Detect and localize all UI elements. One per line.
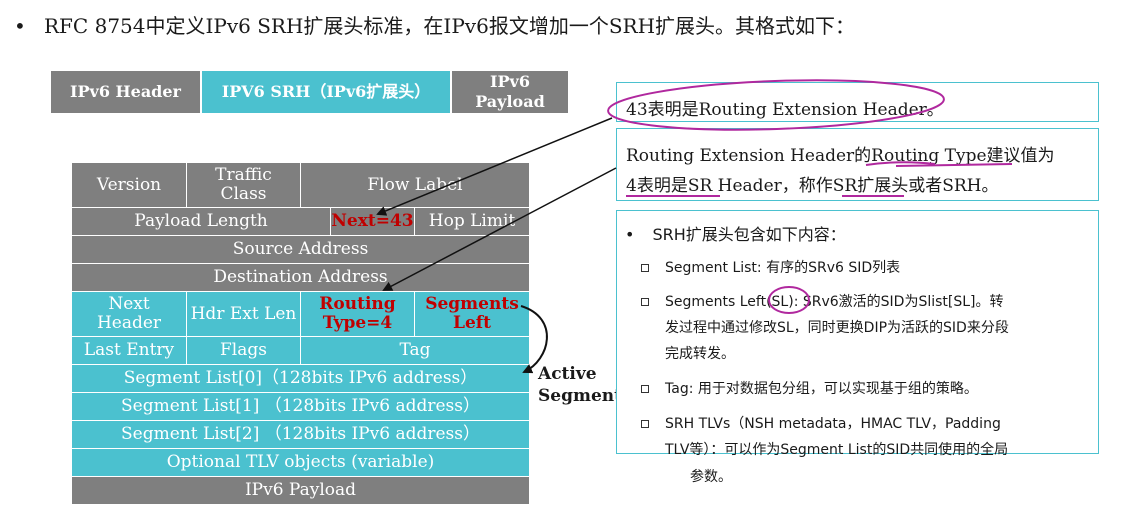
cell-routing-type: Routing Type=4 (300, 292, 414, 336)
item-srh-tlvs-l2: TLV等）：可以作为Segment List的SID共同使用的全局 (665, 442, 1009, 458)
srh-box: IPV6 SRH（IPv6扩展头） (202, 71, 450, 113)
cell-traffic-class: Traffic Class (186, 163, 300, 207)
item-srh-tlvs-l1: SRH TLVs（NSH metadata，HMAC TLV，Padding (665, 416, 1001, 432)
packet-format-grid: Version Traffic Class Flow Label Payload… (72, 163, 529, 504)
cell-segment-list-2: Segment List[2] （128bits IPv6 address） (72, 421, 529, 448)
cell-destination-address: Destination Address (72, 264, 529, 291)
row-segment-list-0: Segment List[0]（128bits IPv6 address） (72, 364, 529, 392)
row-destination: Destination Address (72, 263, 529, 291)
routing-type-l2: Type=4 (322, 313, 393, 333)
underline-routing-ext (865, 161, 936, 166)
note1-text: 43表明是Routing Extension Header。 (626, 100, 944, 120)
title-bullet: • (14, 14, 26, 38)
ipv6-header-box: IPv6 Header (51, 71, 200, 113)
cell-segment-list-1: Segment List[1] （128bits IPv6 address） (72, 393, 529, 420)
cell-payload-length: Payload Length (72, 208, 330, 235)
cell-next-43: Next=43 (330, 208, 414, 235)
cell-next-header: Next Header (72, 292, 186, 336)
highlight-circle-left (768, 286, 810, 314)
row-srh-1: Next Header Hdr Ext Len Routing Type=4 S… (72, 291, 529, 336)
item-segment-list: Segment List: 有序的SRv6 SID列表 (641, 255, 901, 281)
item-tag-l1: Tag: 用于对数据包分组，可以实现基于组的策略。 (665, 381, 978, 397)
segments-left-l2: Left (453, 313, 491, 333)
active-segment-l1: Active (538, 364, 597, 384)
square-bullet-icon (641, 385, 649, 393)
item-tag: Tag: 用于对数据包分组，可以实现基于组的策略。 (641, 376, 978, 402)
item-segments-left-l3: 完成转发。 (665, 346, 735, 362)
active-segment-l2: Segment (538, 386, 622, 406)
next-header-l1: Next (108, 294, 150, 314)
note2-line2: 4表明是SR Header，称作SR扩展头或者SRH。 (626, 176, 999, 196)
cell-segment-list-0: Segment List[0]（128bits IPv6 address） (72, 365, 529, 392)
payload-label-line1: IPv6 (490, 72, 530, 91)
cell-last-entry: Last Entry (72, 337, 186, 364)
square-bullet-icon (641, 298, 649, 306)
cell-source-address: Source Address (72, 236, 529, 263)
page-title: RFC 8754中定义IPv6 SRH扩展头标准，在IPv6报文增加一个SRH扩… (44, 14, 856, 38)
row-source: Source Address (72, 235, 529, 263)
underline-routing-type (895, 163, 1013, 167)
note-routing-type: Routing Extension Header的Routing Type建议值… (616, 128, 1099, 201)
arrow-next-to-note1 (376, 117, 613, 216)
note3-heading-text: SRH扩展头包含如下内容： (652, 225, 846, 244)
segments-left-l1: Segments (425, 294, 519, 314)
square-bullet-icon (641, 420, 649, 428)
cell-ipv6-payload: IPv6 Payload (72, 477, 529, 504)
item-segment-list-l1: Segment List: 有序的SRv6 SID列表 (665, 260, 901, 276)
item-segments-left-l1: Segments Left(SL): SRv6激活的SID为Slist[SL]。… (665, 294, 1004, 310)
note2-line1: Routing Extension Header的Routing Type建议值… (626, 146, 1055, 166)
ipv6-header-label: IPv6 Header (70, 82, 181, 101)
cell-tag: Tag (300, 337, 529, 364)
row-segment-list-2: Segment List[2] （128bits IPv6 address） (72, 420, 529, 448)
note3-heading: • SRH扩展头包含如下内容： (625, 221, 846, 245)
row-ipv6-2: Payload Length Next=43 Hop Limit (72, 207, 529, 235)
cell-flags: Flags (186, 337, 300, 364)
row-srh-2: Last Entry Flags Tag (72, 336, 529, 364)
routing-type-l1: Routing (319, 294, 396, 314)
cell-version: Version (72, 163, 186, 207)
row-segment-list-1: Segment List[1] （128bits IPv6 address） (72, 392, 529, 420)
item-segments-left: Segments Left(SL): SRv6激活的SID为Slist[SL]。… (641, 289, 1009, 367)
item-segments-left-l2: 发过程中通过修改SL，同时更换DIP为活跃的SID来分段 (665, 320, 1009, 336)
active-segment-label: Active Segment (538, 363, 622, 407)
row-optional-tlv: Optional TLV objects (variable) (72, 448, 529, 476)
cell-hdr-ext-len: Hdr Ext Len (186, 292, 300, 336)
item-srh-tlvs-overflow: 参数。 (690, 469, 732, 485)
square-bullet-icon (641, 264, 649, 272)
arrow-routing-to-note2 (382, 167, 617, 291)
srh-label: IPV6 SRH（IPv6扩展头） (221, 82, 431, 101)
row-ipv6-payload: IPv6 Payload (72, 476, 529, 504)
traffic-class-l1: Traffic (215, 165, 272, 185)
note3-bullet: • (625, 225, 635, 244)
arrow-segments-left-to-active (520, 305, 548, 374)
cell-segments-left: Segments Left (414, 292, 529, 336)
highlight-circle-note1 (607, 79, 945, 131)
ipv6-payload-box: IPv6 Payload (452, 71, 568, 113)
next-header-l2: Header (96, 313, 162, 333)
cell-hop-limit: Hop Limit (414, 208, 529, 235)
note-next-header: 43表明是Routing Extension Header。 (616, 82, 1099, 122)
cell-optional-tlv: Optional TLV objects (variable) (72, 449, 529, 476)
note-srh-contents: • SRH扩展头包含如下内容： Segment List: 有序的SRv6 SID… (616, 210, 1099, 458)
payload-label-line2: Payload (475, 92, 545, 111)
item-srh-tlvs: SRH TLVs（NSH metadata，HMAC TLV，Padding T… (641, 411, 1009, 463)
note2-text: Routing Extension Header的Routing Type建议值… (626, 141, 1055, 201)
traffic-class-l2: Class (220, 184, 267, 204)
